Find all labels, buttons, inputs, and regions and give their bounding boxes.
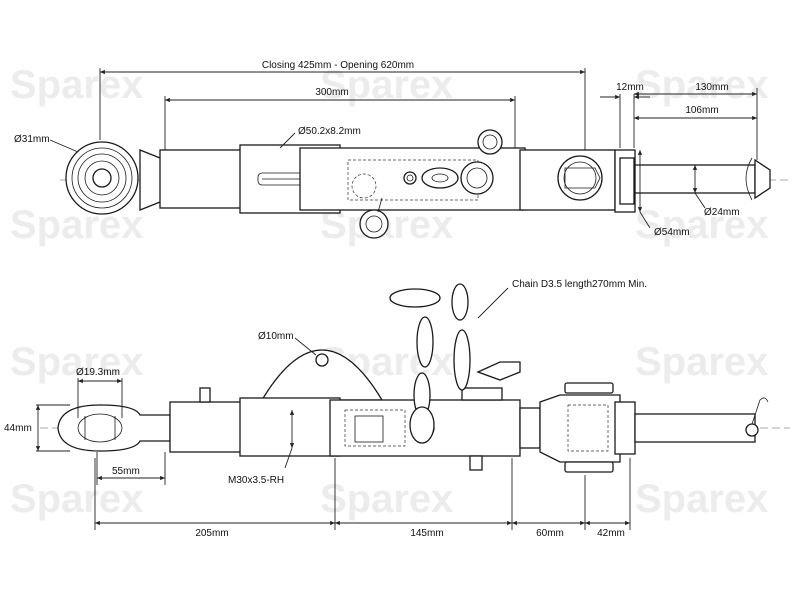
- section-d-label: 42mm: [597, 528, 625, 539]
- section-c-label: 60mm: [536, 528, 564, 539]
- pin-length-label: 130mm: [695, 82, 728, 93]
- ball-diameter-label: Ø31mm: [14, 134, 50, 145]
- chain-label: Chain D3.5 length270mm Min.: [512, 279, 647, 290]
- overall-length-label: Closing 425mm - Opening 620mm: [262, 60, 414, 71]
- watermark: Sparex: [635, 340, 768, 384]
- chain: [389, 283, 521, 444]
- pin-offset-label: 12mm: [616, 82, 644, 93]
- washer-diameter-label: Ø54mm: [654, 227, 690, 238]
- watermark: Sparex: [10, 340, 143, 384]
- pin-effective-label: 106mm: [685, 105, 718, 116]
- watermark: Sparex: [10, 203, 143, 247]
- thread-length-label: 300mm: [315, 87, 348, 98]
- watermark: Sparex: [320, 477, 453, 521]
- side-dimensions: Chain D3.5 length270mm Min. Ø10mm Ø19.3m…: [4, 279, 647, 539]
- ball-end: [65, 141, 166, 215]
- fork-end: [519, 149, 771, 213]
- watermark: Sparex: [635, 477, 768, 521]
- side-ball-end: [57, 404, 171, 452]
- watermark: Sparex: [10, 63, 143, 107]
- top-view: Closing 425mm - Opening 620mm 300mm Ø31m…: [14, 60, 790, 239]
- section-b-label: 145mm: [410, 528, 443, 539]
- hole-diameter-label: Ø10mm: [258, 331, 294, 342]
- side-view: Chain D3.5 length270mm Min. Ø10mm Ø19.3m…: [4, 279, 790, 539]
- pin-diameter-label: Ø24mm: [704, 207, 740, 218]
- tube-size-label: Ø50.2x8.2mm: [298, 126, 361, 137]
- watermark: Sparex: [635, 63, 768, 107]
- thread-label: M30x3.5-RH: [228, 475, 284, 486]
- watermark: Sparex: [10, 477, 143, 521]
- height-label: 44mm: [4, 423, 32, 434]
- top-dimensions: Closing 425mm - Opening 620mm 300mm Ø31m…: [14, 60, 758, 238]
- ball-width-label: Ø19.3mm: [76, 367, 120, 378]
- watermark: Sparex: [635, 203, 768, 247]
- ball-offset-label: 55mm: [112, 466, 140, 477]
- side-fork-end: [519, 382, 769, 473]
- section-a-label: 205mm: [195, 528, 228, 539]
- tube: [159, 129, 526, 239]
